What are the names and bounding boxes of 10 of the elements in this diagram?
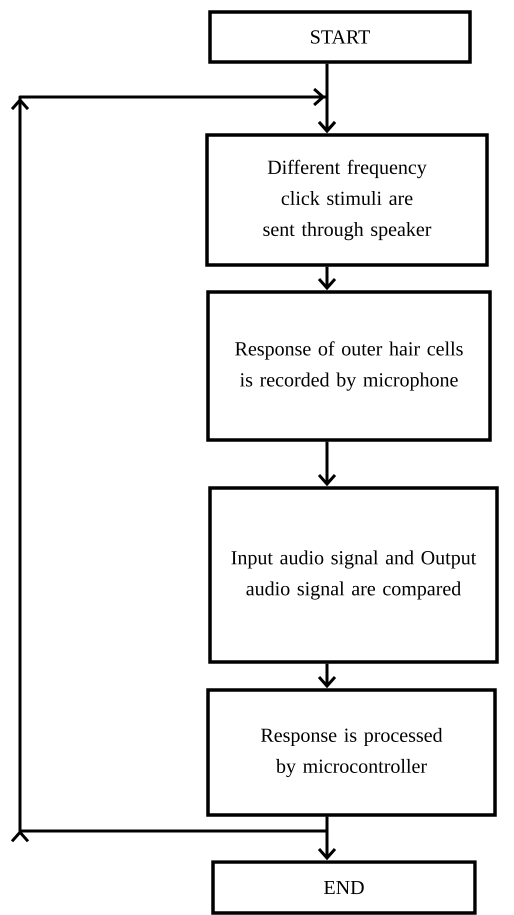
arrow [318,266,336,290]
process-box: Different frequency click stimuli are sent through speaker [205,133,489,267]
arrow [318,442,336,486]
process-box: Response of outer hair cells is recorded by microphone [206,290,492,442]
terminal-box: START [208,10,472,64]
loop-arrow [10,88,336,842]
process-box: Input audio signal and Output audio signal are compared [208,486,499,664]
process-box: Response is processed by microcontroller [206,688,497,817]
terminal-box: END [211,860,477,915]
arrow [318,664,336,688]
